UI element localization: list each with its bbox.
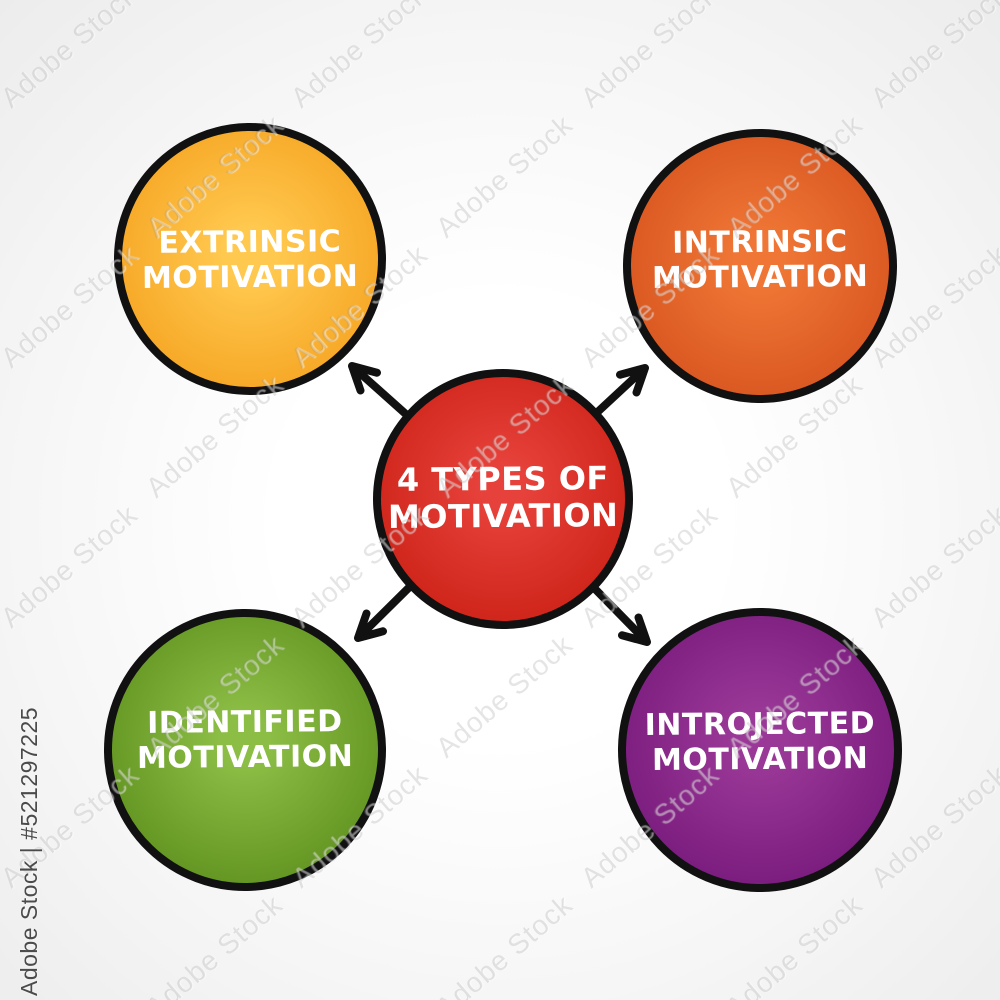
node-circle-introjected bbox=[618, 608, 902, 892]
center-node-label: 4 TYPES OF MOTIVATION bbox=[387, 459, 619, 537]
node-circle-intrinsic bbox=[623, 128, 897, 403]
node-label-identified: IDENTIFIED MOTIVATION bbox=[136, 704, 354, 776]
node-circle-identified bbox=[103, 609, 386, 891]
node-label-introjected: INTROJECTED MOTIVATION bbox=[644, 705, 876, 778]
stock-id-watermark: Adobe Stock | #521297225 bbox=[16, 706, 42, 996]
node-circle-center bbox=[373, 369, 633, 629]
node-label-intrinsic: INTRINSIC MOTIVATION bbox=[651, 224, 869, 296]
node-circle-extrinsic bbox=[114, 123, 386, 395]
node-label-extrinsic: EXTRINSIC MOTIVATION bbox=[141, 224, 359, 296]
